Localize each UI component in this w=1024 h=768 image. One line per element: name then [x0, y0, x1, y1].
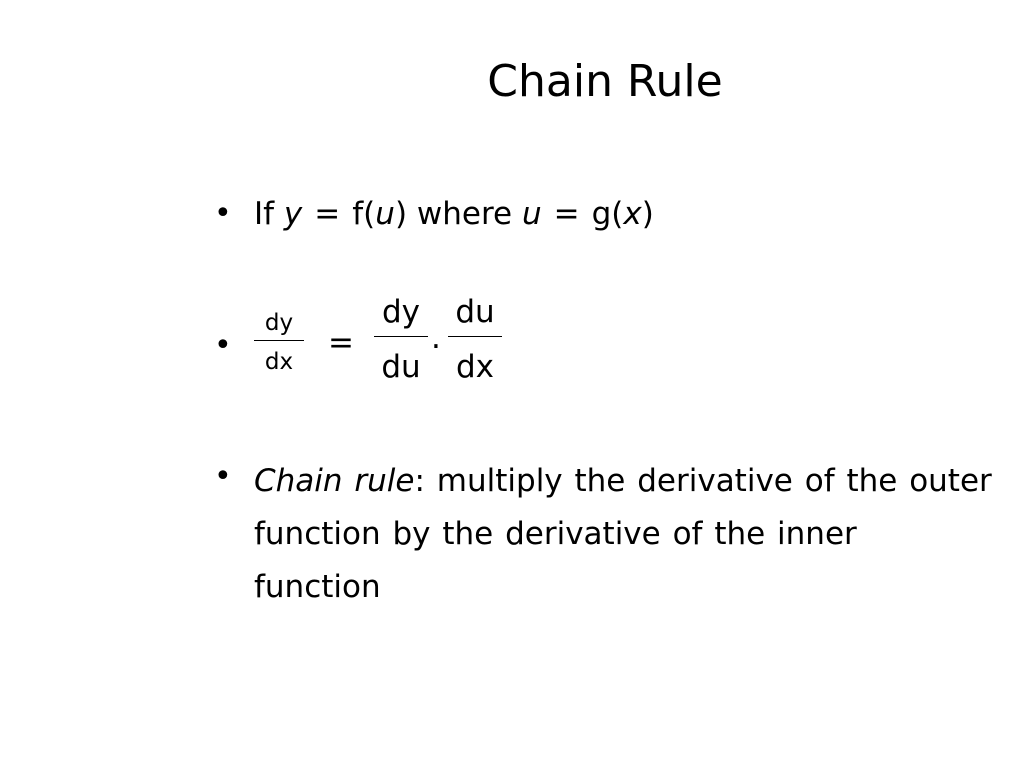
bullet-3-text: Chain rule: multiply the derivative of t…: [254, 455, 994, 614]
if-word: If: [254, 196, 284, 232]
lhs-numerator: dy: [264, 310, 294, 336]
var-y: y: [283, 196, 303, 232]
fraction-dy-du: dy du: [374, 294, 428, 385]
frac2-numerator: du: [455, 294, 495, 330]
fraction-du-dx: du dx: [448, 294, 502, 385]
frac1-bar: [374, 336, 428, 337]
slide-title: Chain Rule: [487, 56, 723, 107]
bullet-1-text: If y=f(u) where u=g(x): [254, 196, 654, 232]
close-paren: ): [641, 196, 654, 232]
lhs-denominator: dx: [264, 349, 294, 375]
bullet-marker-1: •: [214, 196, 232, 231]
lhs-fraction: dy dx: [254, 310, 304, 375]
lhs-fraction-bar: [254, 340, 304, 341]
formula-equals: =: [328, 325, 354, 361]
var-u-1: u: [375, 196, 395, 232]
frac2-bar: [448, 336, 502, 337]
frac2-denominator: dx: [455, 349, 495, 385]
f-open: f(: [352, 196, 376, 232]
frac1-numerator: dy: [381, 294, 421, 330]
g-open: g(: [591, 196, 624, 232]
bullet-marker-2: •: [214, 328, 232, 363]
bullet-marker-3: •: [214, 459, 232, 494]
term-colon: :: [414, 463, 425, 499]
chain-rule-term: Chain rule: [254, 463, 415, 499]
var-u-2: u: [521, 196, 542, 232]
multiply-dot: ·: [431, 329, 441, 365]
frac1-denominator: du: [381, 349, 421, 385]
var-x: x: [623, 196, 642, 232]
equals-sign-2: =: [553, 196, 580, 232]
equals-sign-1: =: [314, 196, 341, 232]
where-word: ) where: [394, 196, 522, 232]
chain-rule-description: multiply the derivative of the outer fun…: [254, 463, 992, 605]
